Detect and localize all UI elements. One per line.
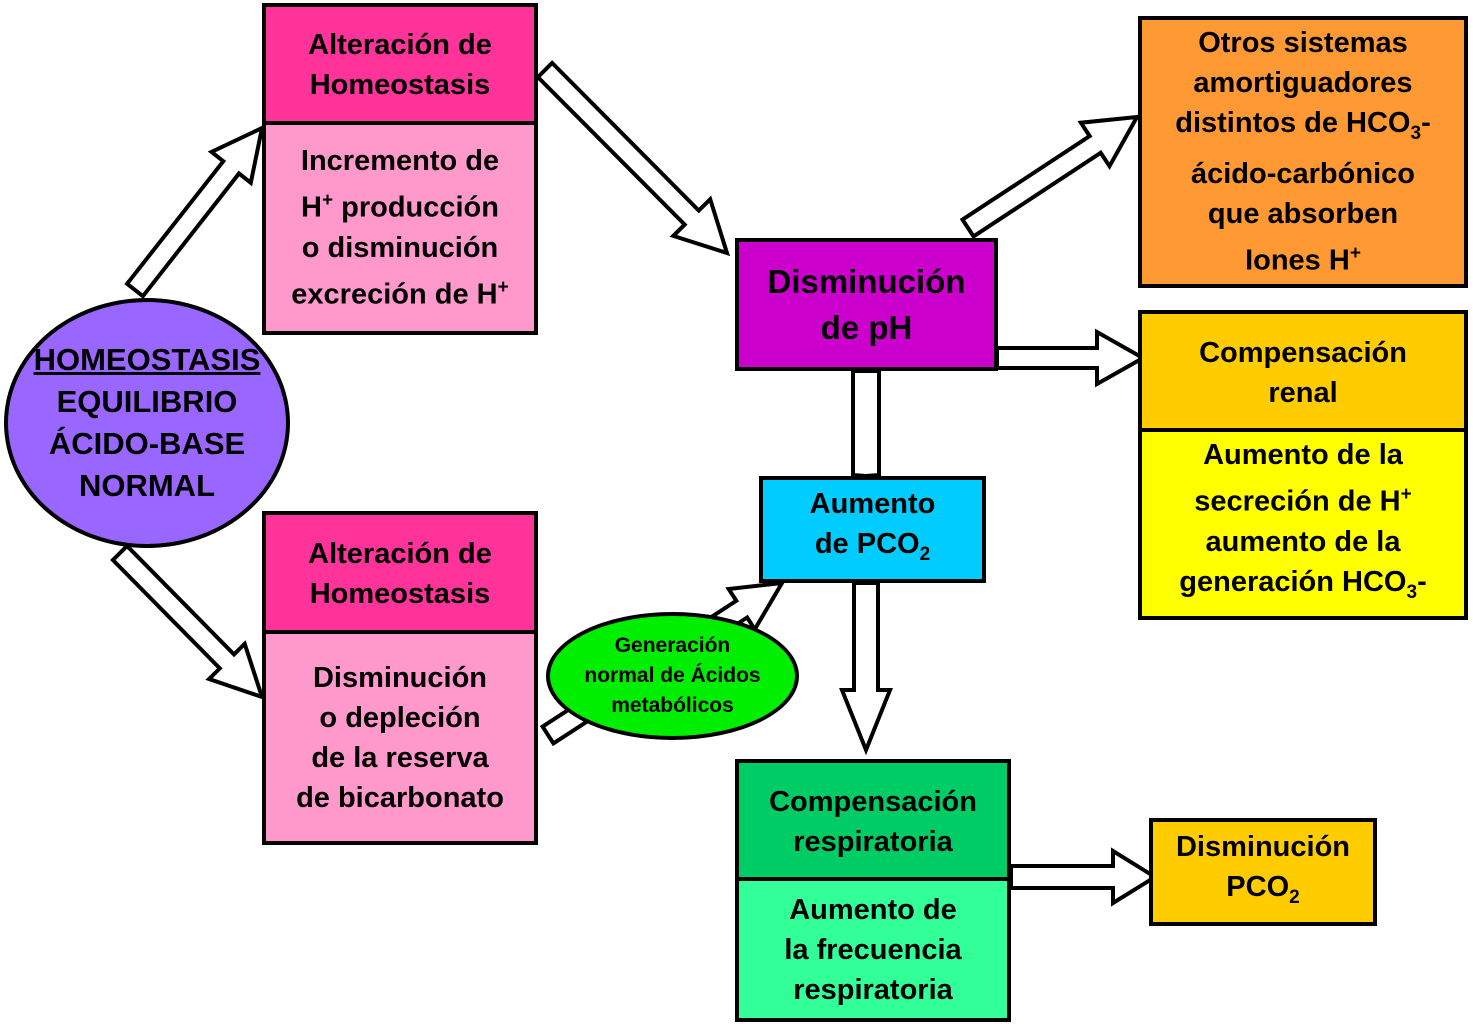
homeostasis-line-3: ÁCIDO-BASE [48, 426, 246, 461]
arrow-homeostasis-to-bottom-alteration [110, 543, 266, 701]
alteration-top-header: Alteración de Homeostasis [262, 3, 538, 123]
arrow-top-alteration-to-ph [535, 60, 731, 257]
pco2-increase-line-1: Aumento [809, 488, 936, 521]
other-buffers-box: Otros sistemas amortiguadores distintos … [1138, 16, 1468, 288]
alteration-bottom-body: Disminución o depleción de la reserva de… [262, 630, 538, 845]
respiratory-compensation-header-text: Compensación respiratoria [769, 785, 977, 858]
arrow-pco2-increase-to-respiratory [839, 581, 893, 756]
renal-line-3: aumento de la [1205, 525, 1401, 558]
alteration-top-line-4: excreción de H+ [291, 277, 509, 311]
renal-compensation-header: Compensación renal [1138, 310, 1468, 431]
alteration-top-line-2: H+ producción [300, 190, 499, 224]
other-buffers-line-2: amortiguadores [1193, 67, 1413, 100]
metabolic-acids-text: Generación normal de Ácidos metabólicos [584, 634, 761, 717]
homeostasis-line-2: EQUILIBRIO [56, 384, 238, 419]
pco2-decrease-box: Disminución PCO2 [1149, 818, 1377, 926]
alteration-top-line-1: Incremento de [300, 145, 500, 178]
alteration-bottom-header-text: Alteración de Homeostasis [308, 538, 492, 610]
other-buffers-line-4: ácido-carbónico [1190, 158, 1415, 191]
renal-line-4: generación HCO3- [1179, 565, 1427, 603]
homeostasis-ellipse: HOMEOSTASIS EQUILIBRIO ÁCIDO-BASE NORMAL [4, 298, 290, 548]
arrow-homeostasis-to-top-alteration [124, 124, 265, 300]
pco2-increase-line-2: de PCO2 [814, 528, 931, 565]
other-buffers-line-3: distintos de HCO3- [1175, 107, 1431, 145]
renal-compensation-header-text: Compensación renal [1199, 336, 1407, 409]
respiratory-compensation-body: Aumento de la frecuencia respiratoria [735, 877, 1011, 1022]
other-buffers-line-6: Iones H+ [1245, 243, 1361, 277]
ph-decrease-text: Disminución de pH [767, 262, 966, 346]
renal-line-1: Aumento de la [1203, 439, 1403, 472]
other-buffers-line-5: que absorben [1207, 198, 1399, 231]
respiratory-compensation-header: Compensación respiratoria [735, 759, 1011, 880]
alteration-top-body: Incremento de H+ producción o disminució… [262, 121, 538, 335]
homeostasis-title: HOMEOSTASIS [33, 342, 261, 377]
pco2-decrease-line-1: Disminución [1175, 830, 1350, 863]
arrow-respiratory-to-pco2-decrease [1009, 847, 1159, 907]
alteration-bottom-body-text: Disminución o depleción de la reserva de… [296, 661, 504, 814]
renal-compensation-body: Aumento de la secreción de H+ aumento de… [1138, 428, 1468, 620]
renal-line-2: secreción de H+ [1194, 484, 1412, 518]
arrow-ph-to-pco2-increase [851, 369, 881, 479]
pco2-increase-box: Aumento de PCO2 [759, 476, 986, 583]
pco2-decrease-line-2: PCO2 [1226, 870, 1300, 908]
alteration-top-header-text: Alteración de Homeostasis [308, 29, 492, 101]
metabolic-acids-ellipse: Generación normal de Ácidos metabólicos [546, 612, 799, 740]
other-buffers-line-1: Otros sistemas [1198, 27, 1408, 60]
homeostasis-line-4: NORMAL [78, 468, 216, 503]
alteration-bottom-header: Alteración de Homeostasis [262, 511, 538, 633]
arrow-ph-to-other-buffers [959, 114, 1141, 240]
arrow-ph-to-renal [995, 328, 1148, 388]
respiratory-compensation-body-text: Aumento de la frecuencia respiratoria [784, 893, 962, 1006]
alteration-top-line-3: o disminución [301, 232, 499, 264]
ph-decrease-box: Disminución de pH [735, 238, 998, 371]
